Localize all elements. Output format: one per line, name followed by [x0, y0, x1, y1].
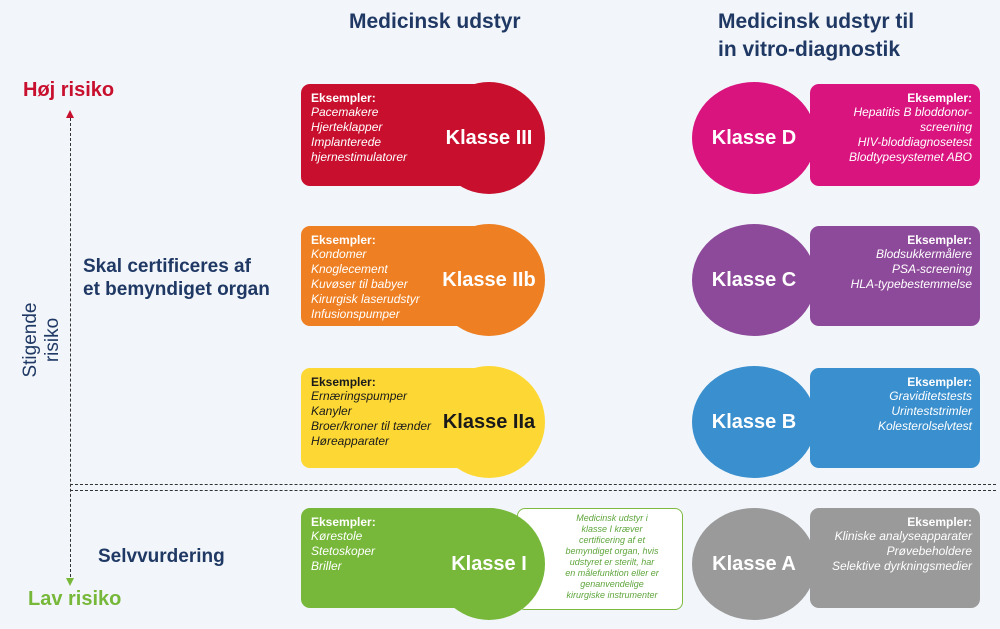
column-header-ivd: Medicinsk udstyr til in vitro-diagnostik	[718, 8, 914, 64]
list-item: PSA-screening	[891, 262, 972, 276]
list-item: Hjerteklapper	[311, 120, 383, 134]
class-iia-label: Klasse IIa	[442, 410, 536, 433]
certified-group-label-line2: et bemyndiget organ	[83, 279, 270, 300]
class-a-label: Klasse A	[712, 552, 796, 575]
list-item: Pacemakere	[311, 105, 379, 119]
separator-line-top	[70, 484, 996, 485]
list-item: HLA-typebestemmelse	[850, 277, 972, 291]
list-item: Briller	[311, 559, 342, 573]
note-line: en målefunktion eller er	[565, 568, 659, 578]
examples-heading: Eksempler:	[311, 375, 376, 389]
list-item: Kuvøser til babyer	[311, 277, 408, 291]
class-b-circle: Klasse B	[692, 366, 816, 478]
class-d-circle: Klasse D	[692, 82, 816, 194]
note-line: bemyndiget organ, hvis	[565, 546, 659, 556]
list-item: Infusionspumper	[311, 307, 400, 321]
class-d-examples-list: Hepatitis B bloddonor- screening HIV-blo…	[810, 105, 972, 165]
class-i-examples-list: Kørestole Stetoskoper Briller	[311, 529, 501, 574]
class-c-label: Klasse C	[711, 268, 797, 291]
list-item: Blodsukkermålere	[875, 247, 972, 261]
separator-line-bottom	[70, 490, 996, 491]
list-item: Stetoskoper	[311, 544, 376, 558]
class-d-label: Klasse D	[711, 126, 797, 149]
list-item: Knoglecement	[311, 262, 388, 276]
class-c-examples-card: Eksempler: Blodsukkermålere PSA-screenin…	[810, 226, 980, 326]
list-item: Kliniske analyseapparater	[834, 529, 972, 543]
list-item: Broer/kroner til tænder	[311, 419, 432, 433]
note-line: klasse I kræver	[581, 524, 643, 534]
class-a-examples-list: Kliniske analyseapparater Prøvebeholdere…	[810, 529, 972, 574]
list-item: Blodtypesystemet ABO	[849, 150, 972, 164]
class-c-circle: Klasse C	[692, 224, 816, 336]
list-item: Graviditetstests	[889, 389, 972, 403]
list-item: Prøvebeholdere	[886, 544, 972, 558]
examples-heading: Eksempler:	[907, 515, 972, 529]
class-iib-label: Klasse IIb	[442, 268, 536, 291]
class-a-examples-card: Eksempler: Kliniske analyseapparater Prø…	[810, 508, 980, 608]
note-line: certificering af et	[578, 535, 646, 545]
list-item: Kanyler	[311, 404, 352, 418]
class-a-circle: Klasse A	[692, 508, 816, 620]
column-header-ivd-line1: Medicinsk udstyr til	[718, 10, 915, 33]
column-header-medical-devices: Medicinsk udstyr	[349, 10, 521, 33]
high-risk-label: Høj risiko	[23, 79, 115, 101]
examples-heading: Eksempler:	[311, 515, 376, 529]
class-iii-circle: Klasse III	[433, 82, 545, 194]
class-c-examples-list: Blodsukkermålere PSA-screening HLA-typeb…	[810, 247, 972, 292]
note-line: kirurgiske instrumenter	[566, 590, 658, 600]
examples-heading: Eksempler:	[311, 91, 376, 105]
class-iii-examples-list: Pacemakere Hjerteklapper Implanterede hj…	[311, 105, 501, 165]
certified-group-label: Skal certificeres af et bemyndiget organ	[83, 255, 270, 301]
class-i-circle: Klasse I	[433, 508, 545, 620]
examples-heading: Eksempler:	[311, 233, 376, 247]
examples-heading: Eksempler:	[907, 375, 972, 389]
class-d-examples-card: Eksempler: Hepatitis B bloddonor- screen…	[810, 84, 980, 186]
list-item: Selektive dyrkningsmedier	[831, 559, 972, 573]
list-item: HIV-bloddiagnosetest	[857, 135, 972, 149]
list-item: Kirurgisk laserudstyr	[311, 292, 420, 306]
note-line: genanvendelige	[580, 579, 644, 589]
list-item: Hepatitis B bloddonor-	[853, 105, 972, 119]
list-item: Kørestole	[311, 529, 363, 543]
risk-axis-arrow-up-icon	[66, 110, 74, 118]
class-iia-circle: Klasse IIa	[433, 366, 545, 478]
list-item: Urinteststrimler	[891, 404, 972, 418]
class-iib-examples-list: Kondomer Knoglecement Kuvøser til babyer…	[311, 247, 501, 322]
class-i-label: Klasse I	[451, 552, 527, 575]
list-item: screening	[919, 120, 972, 134]
class-iii-label: Klasse III	[445, 126, 533, 149]
risk-axis-line	[70, 118, 71, 582]
list-item: Kolesterolselvtest	[877, 419, 972, 433]
self-assessment-label: Selvvurdering	[98, 546, 225, 567]
examples-heading: Eksempler:	[907, 233, 972, 247]
note-line: udstyret er sterilt, har	[569, 557, 655, 567]
class-iib-circle: Klasse IIb	[433, 224, 545, 336]
note-line: Medicinsk udstyr i	[576, 513, 648, 523]
list-item: hjernestimulatorer	[311, 150, 408, 164]
examples-heading: Eksempler:	[907, 91, 972, 105]
list-item: Høreapparater	[311, 434, 390, 448]
certified-group-label-line1: Skal certificeres af	[83, 256, 251, 277]
class-b-examples-list: Graviditetstests Urinteststrimler Kolest…	[810, 389, 972, 434]
class-iia-examples-list: Ernæringspumper Kanyler Broer/kroner til…	[311, 389, 501, 449]
column-header-ivd-line2: in vitro-diagnostik	[718, 38, 901, 61]
class-b-examples-card: Eksempler: Graviditetstests Urinteststri…	[810, 368, 980, 468]
risk-axis-arrow-down-icon	[66, 578, 74, 586]
low-risk-label: Lav risiko	[28, 588, 122, 610]
rising-risk-axis-label: Stigende risiko	[20, 302, 63, 378]
class-b-label: Klasse B	[711, 410, 797, 433]
list-item: Implanterede	[311, 135, 382, 149]
list-item: Kondomer	[311, 247, 367, 261]
list-item: Ernæringspumper	[311, 389, 408, 403]
